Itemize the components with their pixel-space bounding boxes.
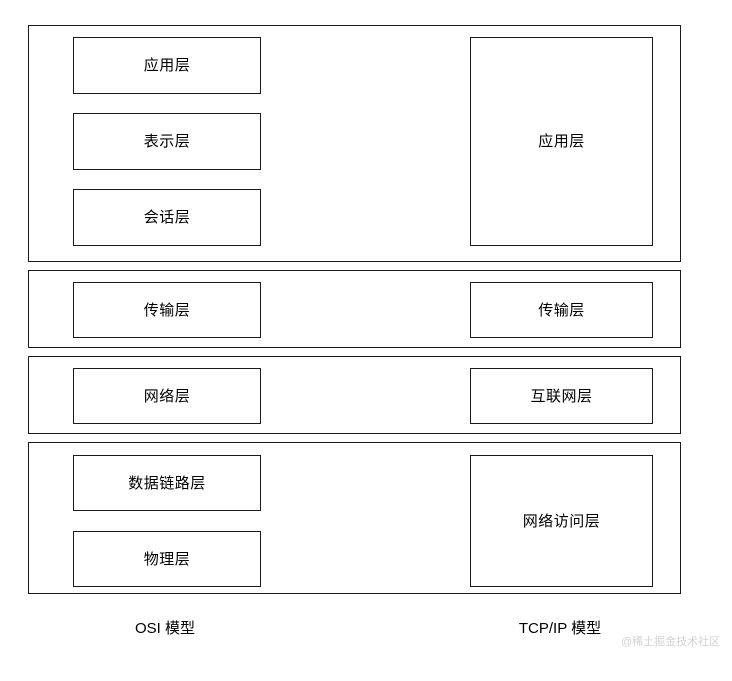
tcpip-layer-transport: 传输层: [470, 282, 653, 338]
osi-layer-session: 会话层: [73, 189, 261, 246]
tcpip-layer-network-access: 网络访问层: [470, 455, 653, 587]
osi-layer-network: 网络层: [73, 368, 261, 424]
caption-tcpip-model: TCP/IP 模型: [518, 620, 602, 637]
tcpip-layer-application: 应用层: [470, 37, 653, 246]
tcpip-layer-internet: 互联网层: [470, 368, 653, 424]
watermark: @稀土掘金技术社区: [621, 636, 721, 648]
osi-layer-transport: 传输层: [73, 282, 261, 338]
application-band: 应用层 表示层 会话层 应用层: [28, 25, 681, 262]
osi-layer-physical: 物理层: [73, 531, 261, 587]
osi-layer-data-link: 数据链路层: [73, 455, 261, 511]
osi-layer-application: 应用层: [73, 37, 261, 94]
link-band: 数据链路层 物理层 网络访问层: [28, 442, 681, 594]
network-band: 网络层 互联网层: [28, 356, 681, 434]
osi-layer-presentation: 表示层: [73, 113, 261, 170]
osi-tcpip-comparison-diagram: 应用层 表示层 会话层 应用层 传输层 传输层 网络层 互联网层 数据链路层 物…: [28, 25, 681, 594]
transport-band: 传输层 传输层: [28, 270, 681, 348]
caption-osi-model: OSI 模型: [134, 620, 196, 637]
